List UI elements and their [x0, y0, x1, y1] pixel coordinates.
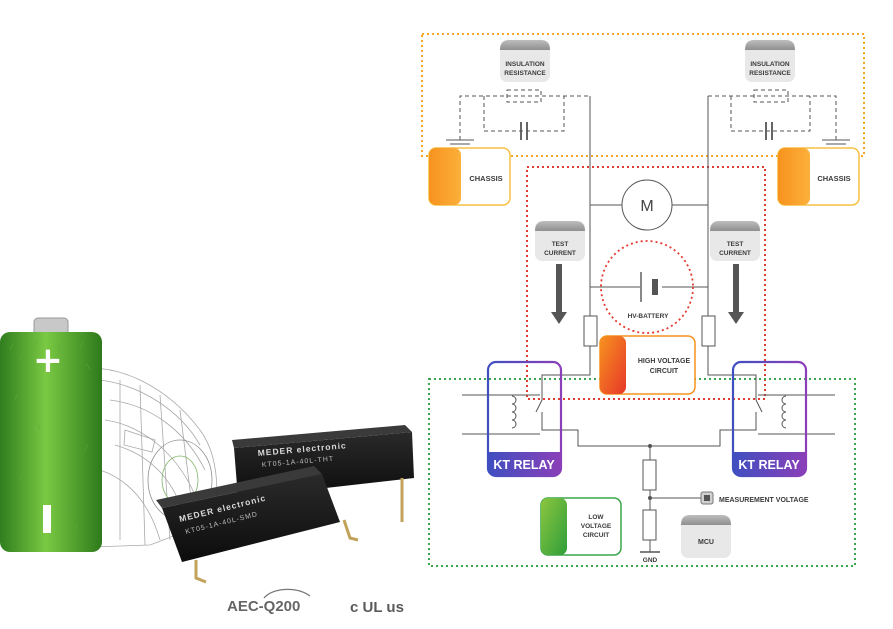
chassis-ground-left-icon [446, 139, 474, 149]
high-voltage-circuit-block: HIGH VOLTAGE CIRCUIT [599, 335, 696, 395]
measurement-node [648, 496, 652, 500]
kt-relay-left-label: KT RELAY [493, 458, 555, 472]
kt-relay-left: KT RELAY [486, 360, 563, 478]
chassis-right-block: CHASSIS [777, 147, 860, 206]
test-current-left-tag: TEST CURRENT [535, 221, 585, 261]
hv-wiring [462, 96, 835, 552]
relay-smd: MEDER electronic KT05-1A-40L-SMD [156, 466, 359, 584]
chassis-zone-border [421, 33, 865, 157]
gnd-label: GND [643, 557, 658, 564]
resistor-hv-right-icon [701, 315, 716, 347]
mcu-label: MCU [698, 539, 714, 546]
grass-battery: + [0, 317, 102, 552]
test-current-right-tag: TEST CURRENT [710, 221, 760, 261]
test-current-right-2: CURRENT [719, 250, 751, 257]
insulation-network-right [708, 89, 837, 140]
relay-coil-left-icon [511, 395, 517, 429]
low-voltage-circuit-block: LOW VOLTAGE CIRCUIT [540, 497, 622, 556]
test-current-right-arrow-icon [728, 264, 744, 324]
hv-circuit-label-1: HIGH VOLTAGE [638, 358, 691, 365]
hv-circuit-label-2: CIRCUIT [650, 368, 679, 375]
insulation-resistance-left-tag: INSULATION RESISTANCE [500, 40, 550, 82]
insulation-resistance-right-tag: INSULATION RESISTANCE [745, 40, 795, 82]
product-illustration: + MEDER electronic KT05-1A-40L-THT MEDER… [0, 317, 414, 616]
hv-battery-label: HV-BATTERY [628, 313, 669, 320]
battery-plus-sign: + [33, 340, 63, 381]
chassis-ground-right-icon [822, 139, 850, 149]
insulation-label-left-1: INSULATION [505, 61, 545, 68]
mcu-block: MCU [681, 515, 731, 558]
measurement-voltage-label: MEASUREMENT VOLTAGE [719, 497, 809, 504]
resistor-measure-bottom-icon [642, 509, 657, 541]
insulation-label-right-1: INSULATION [750, 61, 790, 68]
junction-node [648, 444, 652, 448]
test-current-right-1: TEST [727, 241, 744, 248]
battery-minus-sign [43, 505, 51, 533]
relay-coil-right-icon [781, 395, 787, 429]
low-voltage-zone-border [428, 378, 856, 567]
aec-q200-logo: AEC-Q200 [227, 588, 311, 615]
resistor-measure-top-icon [642, 459, 657, 491]
circuit-diagram: INSULATION RESISTANCE INSULATION RESISTA… [421, 33, 865, 567]
chassis-left-block: CHASSIS [428, 147, 511, 206]
test-current-left-2: CURRENT [544, 250, 576, 257]
motor-label: M [640, 198, 653, 215]
insulation-label-right-2: RESISTANCE [749, 70, 791, 77]
aec-q200-text: AEC-Q200 [227, 598, 300, 615]
capacitor-right-icon [765, 122, 773, 140]
hv-battery-icon: HV-BATTERY [600, 240, 694, 334]
test-current-left-1: TEST [552, 241, 569, 248]
motor-icon: M [621, 179, 673, 231]
kt-relay-right-label: KT RELAY [738, 458, 800, 472]
test-current-left-arrow-icon [551, 264, 567, 324]
lv-circuit-label-1: LOW [588, 514, 604, 521]
ul-logo-text: c UL us [350, 599, 404, 616]
resistor-hv-left-icon [583, 315, 598, 347]
capacitor-left-icon [520, 122, 528, 140]
insulation-label-left-2: RESISTANCE [504, 70, 546, 77]
ul-logo: c UL us [350, 599, 404, 616]
chassis-left-label: CHASSIS [469, 174, 502, 183]
insulation-network-left [459, 89, 590, 140]
kt-relay-right: KT RELAY [731, 360, 808, 478]
lv-circuit-label-2: VOLTAGE [581, 523, 612, 530]
measurement-voltage-terminal: MEASUREMENT VOLTAGE [700, 491, 809, 505]
gnd-icon: GND [640, 551, 660, 564]
chassis-right-label: CHASSIS [817, 174, 850, 183]
lv-circuit-label-3: CIRCUIT [583, 532, 609, 539]
